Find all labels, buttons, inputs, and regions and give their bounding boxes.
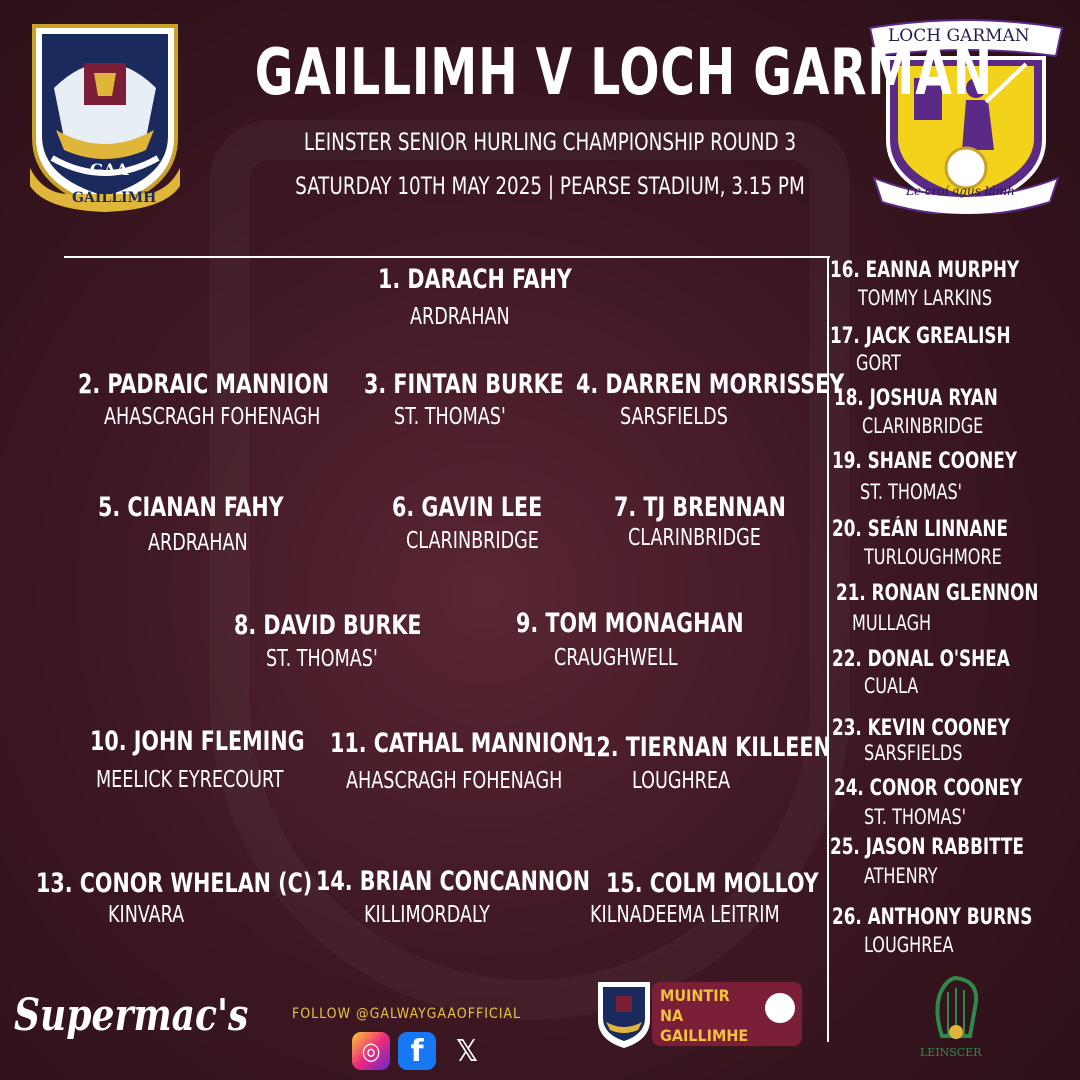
player-name: 7. TJ BRENNAN: [614, 492, 786, 523]
galway-crest-name: GAILLIMH: [72, 190, 157, 206]
player-club: ARDRAHAN: [148, 530, 248, 556]
player-name: 1. DARACH FAHY: [378, 264, 572, 295]
instagram-glyph: ◎: [361, 1037, 381, 1065]
player-name: 2. PADRAIC MANNION: [78, 369, 330, 400]
sub-name: 25. JASON RABBITTE: [830, 835, 1025, 860]
sub-name: 19. SHANE COONEY: [832, 449, 1018, 474]
sub-name: 17. JACK GREALISH: [830, 324, 1011, 349]
wexford-crest: LOCH GARMAN Le croí agus lámh: [866, 18, 1066, 216]
player-name: 6. GAVIN LEE: [392, 492, 543, 523]
player-club: KILNADEEMA LEITRIM: [590, 902, 780, 928]
sub-club: CUALA: [864, 674, 919, 698]
sub-club: SARSFIELDS: [864, 741, 963, 765]
instagram-icon[interactable]: ◎: [352, 1032, 390, 1070]
divider-horizontal: [64, 256, 830, 258]
player-club: KILLIMORDALY: [364, 902, 490, 928]
player-club: LOUGHREA: [632, 768, 731, 794]
sub-name: 23. KEVIN COONEY: [832, 716, 1011, 741]
hurley-icon: [762, 990, 798, 1026]
player-club: ST. THOMAS': [266, 646, 378, 672]
sub-name: 21. RONAN GLENNON: [836, 581, 1039, 606]
sub-club: ATHENRY: [864, 864, 938, 888]
sub-club: TOMMY LARKINS: [858, 286, 993, 310]
leinster-logo: LEINSCER: [920, 972, 990, 1062]
muintir-line2: NA: [660, 1006, 684, 1025]
sub-name: 20. SEÁN LINNANE: [832, 517, 1008, 542]
sub-club: ST. THOMAS': [864, 805, 967, 829]
player-name: 10. JOHN FLEMING: [90, 726, 305, 757]
player-name: 3. FINTAN BURKE: [364, 369, 564, 400]
sub-name: 24. CONOR COONEY: [834, 776, 1023, 801]
follow-handle[interactable]: FOLLOW @GALWAYGAAOFFICIAL: [292, 1006, 522, 1022]
galway-crest: GAA GAILLIMH: [24, 18, 186, 214]
player-club: CLARINBRIDGE: [628, 525, 761, 551]
player-club: MEELICK EYRECOURT: [96, 767, 284, 793]
match-details: SATURDAY 10TH MAY 2025 | PEARSE STADIUM,…: [295, 172, 805, 200]
player-club: CLARINBRIDGE: [406, 528, 539, 554]
player-club: AHASCRAGH FOHENAGH: [104, 404, 321, 430]
sub-name: 26. ANTHONY BURNS: [832, 905, 1033, 930]
player-club: ST. THOMAS': [394, 404, 506, 430]
player-name: 14. BRIAN CONCANNON: [316, 866, 591, 897]
sub-club: GORT: [856, 351, 901, 375]
player-club: AHASCRAGH FOHENAGH: [346, 768, 563, 794]
player-name: 9. TOM MONAGHAN: [516, 608, 744, 639]
facebook-glyph: f: [410, 1033, 424, 1069]
muintir-line3: GAILLIMHE: [660, 1026, 749, 1045]
player-club: CRAUGHWELL: [554, 645, 678, 671]
sub-club: ST. THOMAS': [860, 480, 963, 504]
sub-club: LOUGHREA: [864, 933, 954, 957]
player-name: 12. TIERNAN KILLEEN: [582, 732, 831, 763]
player-name: 8. DAVID BURKE: [234, 610, 422, 641]
competition-subtitle: LEINSTER SENIOR HURLING CHAMPIONSHIP ROU…: [303, 128, 797, 156]
player-name: 15. COLM MOLLOY: [606, 868, 819, 899]
galway-crest-gaa: GAA: [90, 160, 129, 179]
sub-club: CLARINBRIDGE: [862, 414, 984, 438]
wexford-crest-motto: Le croí agus lámh: [906, 184, 1015, 198]
player-name: 5. CIANAN FAHY: [98, 492, 284, 523]
leinster-text: LEINSCER: [920, 1046, 982, 1059]
wexford-crest-name: LOCH GARMAN: [888, 26, 1030, 46]
sub-name: 16. EANNA MURPHY: [830, 258, 1020, 283]
page-title: GAILLIMH V LOCH GARMAN: [254, 36, 993, 110]
sub-name: 18. JOSHUA RYAN: [834, 386, 998, 411]
x-glyph: 𝕏: [456, 1033, 478, 1069]
muintir-na-gaillimhe-logo: MUINTIR NA GAILLIMHE: [594, 978, 802, 1050]
divider-vertical: [827, 256, 829, 1042]
player-name: 4. DARREN MORRISSEY: [576, 369, 845, 400]
player-name: 13. CONOR WHELAN (C): [36, 868, 313, 899]
galway-mini-crest-icon: [598, 982, 650, 1048]
x-icon[interactable]: 𝕏: [448, 1032, 486, 1070]
facebook-icon[interactable]: f: [398, 1032, 436, 1070]
player-name: 11. CATHAL MANNION: [330, 728, 585, 759]
sub-club: TURLOUGHMORE: [864, 545, 1002, 569]
sponsor-logo: Supermac's: [14, 990, 249, 1041]
sub-name: 22. DONAL O'SHEA: [832, 647, 1010, 672]
sub-club: MULLAGH: [852, 611, 932, 635]
harp-icon: [935, 975, 979, 1039]
player-club: ARDRAHAN: [410, 304, 510, 330]
player-club: KINVARA: [108, 902, 185, 928]
muintir-line1: MUINTIR: [660, 986, 730, 1005]
player-club: SARSFIELDS: [620, 404, 728, 430]
